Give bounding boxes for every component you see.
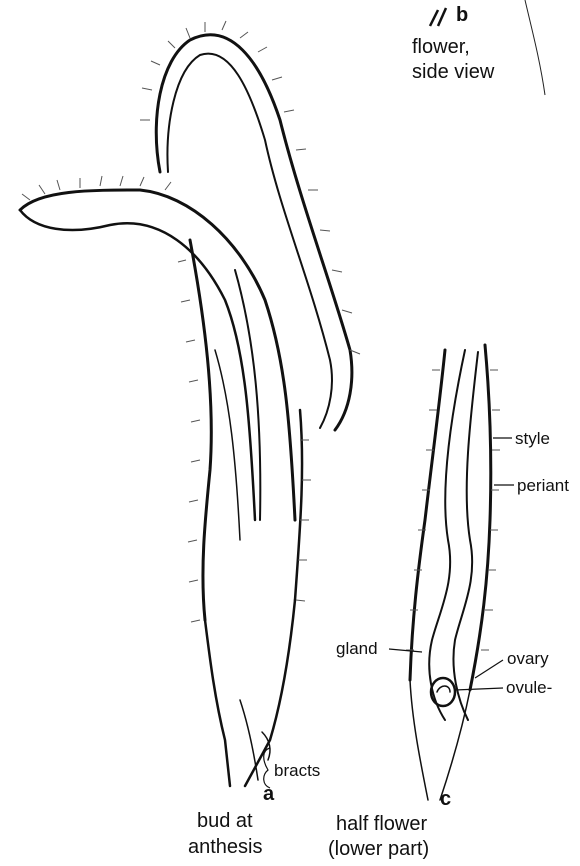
panel-b-letter: b bbox=[456, 4, 468, 26]
panel-b-fragment bbox=[430, 8, 446, 26]
panel-c-caption-line2: (lower part) bbox=[328, 838, 429, 860]
panel-a-caption-line2: anthesis bbox=[188, 836, 263, 858]
panel-a-letter: a bbox=[263, 783, 274, 805]
panel-b-caption-line2: side view bbox=[412, 61, 494, 83]
label-ovule: ovule- bbox=[506, 679, 552, 698]
panel-c-half-flower-drawing bbox=[410, 345, 491, 800]
label-bracts: bracts bbox=[274, 762, 320, 781]
panel-c-letter: c bbox=[440, 788, 451, 810]
leader-ovary bbox=[475, 660, 503, 678]
leader-gland bbox=[389, 649, 422, 652]
leader-ovule bbox=[455, 688, 503, 690]
label-ovary: ovary bbox=[507, 650, 549, 669]
panel-c-caption-line1: half flower bbox=[336, 813, 427, 835]
panel-b-caption-line1: flower, bbox=[412, 36, 470, 58]
panel-a-hair-texture bbox=[22, 21, 360, 622]
label-periant: periant bbox=[517, 477, 569, 496]
label-style: style bbox=[515, 430, 550, 449]
panel-c-leader-lines bbox=[389, 438, 514, 690]
label-gland: gland bbox=[336, 640, 378, 659]
panel-b-frame-line bbox=[525, 0, 545, 95]
panel-a-bud-drawing bbox=[20, 35, 352, 786]
panel-a-caption-line1: bud at bbox=[197, 810, 253, 832]
